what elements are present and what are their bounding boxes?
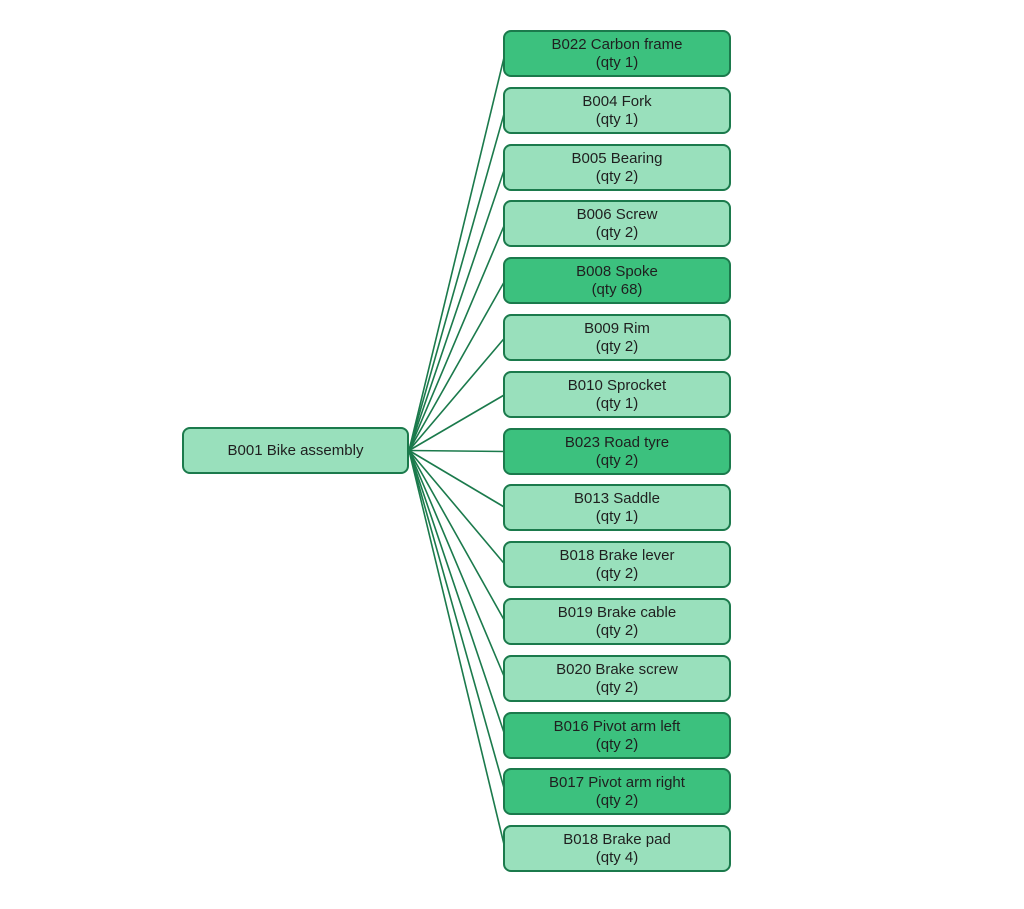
part-qty-label: (qty 2) <box>595 791 639 809</box>
part-qty-label: (qty 2) <box>595 564 639 582</box>
bom-child-node: B019 Brake cable(qty 2) <box>503 598 731 645</box>
connector-line <box>408 450 506 792</box>
root-node-label: B001 Bike assembly <box>227 442 364 459</box>
bom-child-node: B017 Pivot arm right(qty 2) <box>503 768 731 815</box>
bom-child-node: B013 Saddle(qty 1) <box>503 484 731 531</box>
part-label: B013 Saddle <box>574 490 660 508</box>
connector-line <box>408 280 506 451</box>
part-qty-label: (qty 1) <box>595 507 639 525</box>
connector-line <box>408 449 506 509</box>
part-qty-label: (qty 2) <box>595 337 639 355</box>
connector-line <box>408 450 506 679</box>
part-label: B009 Rim <box>584 320 650 338</box>
part-qty-label: (qty 2) <box>595 451 639 469</box>
connector-line <box>408 450 506 736</box>
part-label: B010 Sprocket <box>567 377 667 395</box>
connector-line <box>408 393 506 452</box>
bom-child-node: B018 Brake pad(qty 4) <box>503 825 731 872</box>
bom-child-node: B022 Carbon frame(qty 1) <box>503 30 731 77</box>
part-label: B018 Brake pad <box>563 831 671 849</box>
connector-line <box>408 110 506 451</box>
connector-line <box>408 53 506 451</box>
bom-child-node: B009 Rim(qty 2) <box>503 314 731 361</box>
part-label: B006 Screw <box>576 206 658 224</box>
part-qty-label: (qty 4) <box>595 848 639 866</box>
bom-child-node: B004 Fork(qty 1) <box>503 87 731 134</box>
bom-child-node: B010 Sprocket(qty 1) <box>503 371 731 418</box>
part-qty-label: (qty 1) <box>595 53 639 71</box>
connector-line <box>408 449 506 453</box>
part-label: B020 Brake screw <box>556 661 678 679</box>
part-qty-label: (qty 1) <box>595 110 639 128</box>
part-qty-label: (qty 2) <box>595 223 639 241</box>
connector-line <box>408 336 506 452</box>
bom-child-node: B006 Screw(qty 2) <box>503 200 731 247</box>
part-qty-label: (qty 2) <box>595 621 639 639</box>
bom-child-node: B023 Road tyre(qty 2) <box>503 428 731 475</box>
part-label: B023 Road tyre <box>564 434 670 452</box>
part-qty-label: (qty 1) <box>595 394 639 412</box>
bom-root-node: B001 Bike assembly <box>182 427 409 474</box>
part-label: B017 Pivot arm right <box>549 774 685 792</box>
part-label: B022 Carbon frame <box>551 36 683 54</box>
bom-child-node: B016 Pivot arm left(qty 2) <box>503 712 731 759</box>
part-qty-label: (qty 68) <box>591 280 643 298</box>
connector-line <box>408 223 506 451</box>
connector-line <box>408 449 506 566</box>
part-qty-label: (qty 2) <box>595 167 639 185</box>
part-qty-label: (qty 2) <box>595 678 639 696</box>
bom-child-node: B018 Brake lever(qty 2) <box>503 541 731 588</box>
bom-child-node: B008 Spoke(qty 68) <box>503 257 731 304</box>
connector-line <box>408 450 506 622</box>
part-label: B005 Bearing <box>571 150 663 168</box>
part-label: B016 Pivot arm left <box>553 718 681 736</box>
part-label: B018 Brake lever <box>559 547 675 565</box>
part-label: B008 Spoke <box>576 263 658 281</box>
bom-child-node: B020 Brake screw(qty 2) <box>503 655 731 702</box>
part-qty-label: (qty 2) <box>595 735 639 753</box>
part-label: B019 Brake cable <box>557 604 677 622</box>
connector-line <box>408 167 506 451</box>
connector-line <box>408 450 506 849</box>
bom-child-node: B005 Bearing(qty 2) <box>503 144 731 191</box>
part-label: B004 Fork <box>582 93 652 111</box>
